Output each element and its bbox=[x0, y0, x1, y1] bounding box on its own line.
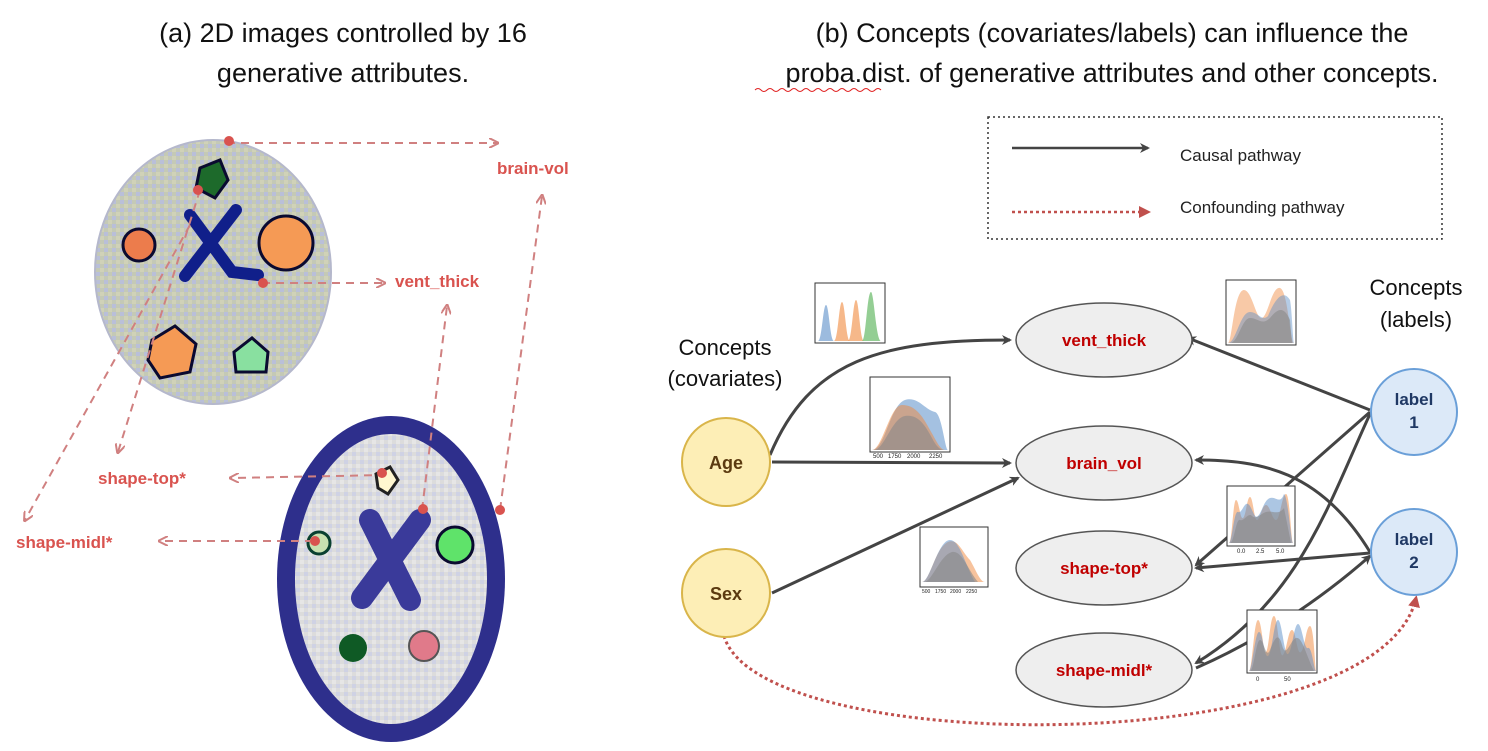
node-label2: label 2 bbox=[1370, 508, 1458, 596]
svg-text:1750: 1750 bbox=[935, 589, 946, 595]
node-brain-vol: brain_vol bbox=[1015, 425, 1193, 501]
node-label1: label 1 bbox=[1370, 368, 1458, 456]
edge-sex-label2-confound bbox=[722, 595, 1420, 727]
edge-age-vent bbox=[768, 335, 1012, 456]
node-vent-thick: vent_thick bbox=[1015, 302, 1193, 378]
brain-image-top bbox=[94, 139, 332, 405]
legend-confound-label: Confounding pathway bbox=[1180, 198, 1345, 217]
svg-text:shape-top*: shape-top* bbox=[1060, 559, 1148, 578]
hist-label1-vent bbox=[1225, 279, 1297, 346]
svg-text:brain_vol: brain_vol bbox=[1066, 454, 1142, 473]
edge-label1-shapemidl bbox=[1194, 413, 1372, 665]
panel-a: (a) 2D images controlled by 16 generativ… bbox=[16, 18, 569, 742]
labels-heading-line1: Concepts bbox=[1370, 275, 1463, 300]
hist-age-vent bbox=[814, 282, 886, 344]
svg-text:2: 2 bbox=[1409, 553, 1418, 572]
hist-label-shapetop: 0.0 2.5 5.0 bbox=[1226, 485, 1296, 555]
label-shape-top: shape-top* bbox=[98, 469, 186, 488]
annotation-dots bbox=[193, 136, 505, 546]
ventricle-x bbox=[179, 204, 264, 282]
svg-text:shape-midl*: shape-midl* bbox=[1056, 661, 1153, 680]
hist-sex-brainvol: 500 1750 2000 2250 bbox=[919, 526, 989, 595]
svg-text:vent_thick: vent_thick bbox=[1062, 331, 1147, 350]
edge-label2-shapetop bbox=[1194, 551, 1371, 573]
svg-text:2250: 2250 bbox=[966, 589, 977, 595]
svg-text:label: label bbox=[1395, 530, 1434, 549]
legend-box bbox=[987, 116, 1443, 240]
svg-text:1: 1 bbox=[1409, 413, 1418, 432]
svg-text:Sex: Sex bbox=[710, 584, 742, 604]
blob-green bbox=[232, 336, 270, 374]
panel-a-title-line2: generative attributes. bbox=[217, 58, 469, 88]
legend: Causal pathway Confounding pathway bbox=[987, 116, 1443, 240]
node-sex: Sex bbox=[681, 548, 771, 638]
blob-left bbox=[121, 227, 157, 263]
node-age: Age bbox=[681, 417, 771, 507]
blob-pink-bottom bbox=[408, 630, 440, 662]
label-shape-midl: shape-midl* bbox=[16, 533, 113, 552]
node-shape-midl: shape-midl* bbox=[1015, 632, 1193, 708]
edge-sex-brainvol bbox=[771, 476, 1020, 595]
hist-label-shapemidl: 0 50 bbox=[1246, 609, 1318, 683]
svg-text:Age: Age bbox=[709, 453, 743, 473]
panel-b-title-line2: proba.dist. of generative attributes and… bbox=[786, 58, 1439, 88]
node-shape-top: shape-top* bbox=[1015, 530, 1193, 606]
legend-causal-label: Causal pathway bbox=[1180, 146, 1301, 165]
covariates-heading-line2: (covariates) bbox=[668, 366, 783, 391]
covariates-heading-line1: Concepts bbox=[679, 335, 772, 360]
svg-text:50: 50 bbox=[1284, 677, 1291, 683]
brain-image-bottom bbox=[277, 416, 505, 742]
panel-b-title-line1: (b) Concepts (covariates/labels) can inf… bbox=[816, 18, 1409, 48]
ventricle-x-bottom bbox=[351, 509, 431, 611]
edge-label1-vent bbox=[1186, 336, 1371, 412]
svg-text:0: 0 bbox=[1256, 677, 1260, 683]
svg-text:500: 500 bbox=[873, 454, 884, 460]
svg-text:0.0: 0.0 bbox=[1237, 549, 1246, 555]
label-brain-vol: brain-vol bbox=[497, 159, 569, 178]
spellcheck-underline bbox=[754, 88, 882, 92]
svg-text:label: label bbox=[1395, 390, 1434, 409]
blob-green-bottom bbox=[435, 525, 475, 565]
svg-text:2000: 2000 bbox=[950, 589, 961, 595]
svg-text:500: 500 bbox=[922, 589, 931, 595]
shape-top-blob bbox=[194, 158, 230, 200]
panel-a-title-line1: (a) 2D images controlled by 16 bbox=[159, 18, 527, 48]
hist-age-brainvol: 500 1750 2000 2250 bbox=[869, 376, 951, 460]
svg-text:2250: 2250 bbox=[929, 454, 943, 460]
shape-midl-blob bbox=[146, 324, 198, 380]
labels-heading-line2: (labels) bbox=[1380, 307, 1452, 332]
svg-text:2000: 2000 bbox=[907, 454, 921, 460]
edge-label2-brainvol bbox=[1194, 455, 1372, 553]
svg-text:2.5: 2.5 bbox=[1256, 549, 1265, 555]
panel-b: (b) Concepts (covariates/labels) can inf… bbox=[668, 18, 1463, 727]
edge-age-brainvol bbox=[771, 457, 1012, 468]
label-vent-thick: vent_thick bbox=[395, 272, 480, 291]
blob-right bbox=[257, 214, 315, 272]
blob-darkgreen-bottom bbox=[339, 634, 367, 662]
svg-text:1750: 1750 bbox=[888, 454, 902, 460]
svg-text:5.0: 5.0 bbox=[1276, 549, 1285, 555]
